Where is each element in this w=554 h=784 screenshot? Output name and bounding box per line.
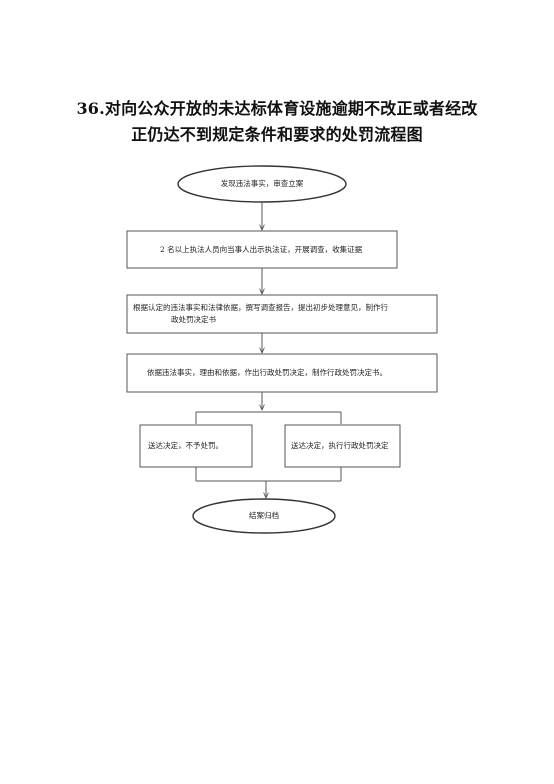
step1-text: 2 名以上执法人员向当事人出示执法证，开展调查，收集证据: [160, 245, 363, 254]
step3-box: [126, 353, 438, 393]
step2-text-line-1: 根据认定的违法事实和法律依据，撰写调查报告，提出初步处理意见，制作行: [133, 303, 388, 312]
page-title-line-2: 正仍达不到规定条件和要求的处罚流程图: [131, 125, 423, 144]
branch-right-label: 送达决定，执行行政处罚决定: [291, 436, 400, 456]
step2-box: [126, 294, 438, 334]
branch-right-text: 送达决定，执行行政处罚决定: [291, 441, 389, 450]
end-node-label: 结案归档: [193, 506, 335, 526]
branch-right-box: [284, 424, 401, 468]
branch-left-text: 送达决定，不予处罚。: [148, 441, 223, 450]
end-node-text: 结案归档: [249, 511, 279, 520]
step2-text-line-2: 政处罚决定书: [171, 315, 216, 324]
step1-box: [126, 230, 398, 269]
branch-left-label: 送达决定，不予处罚。: [148, 436, 252, 456]
page-title-line-1: 36.对向公众开放的未达标体育设施逾期不改正或者经改: [76, 99, 478, 118]
step2-label: 根据认定的违法事实和法律依据，撰写调查报告，提出初步处理意见，制作行 政处罚决定…: [133, 298, 435, 330]
start-node-text: 发现违法事实，审查立案: [220, 179, 304, 188]
step1-label: 2 名以上执法人员向当事人出示执法证，开展调查，收集证据: [160, 240, 397, 260]
step3-text: 依据违法事实，理由和依据，作出行政处罚决定，制作行政处罚决定书。: [147, 368, 387, 377]
step3-label: 依据违法事实，理由和依据，作出行政处罚决定，制作行政处罚决定书。: [147, 363, 437, 383]
start-node-label: 发现违法事实，审查立案: [178, 174, 346, 194]
end-node-shape: [192, 498, 336, 534]
